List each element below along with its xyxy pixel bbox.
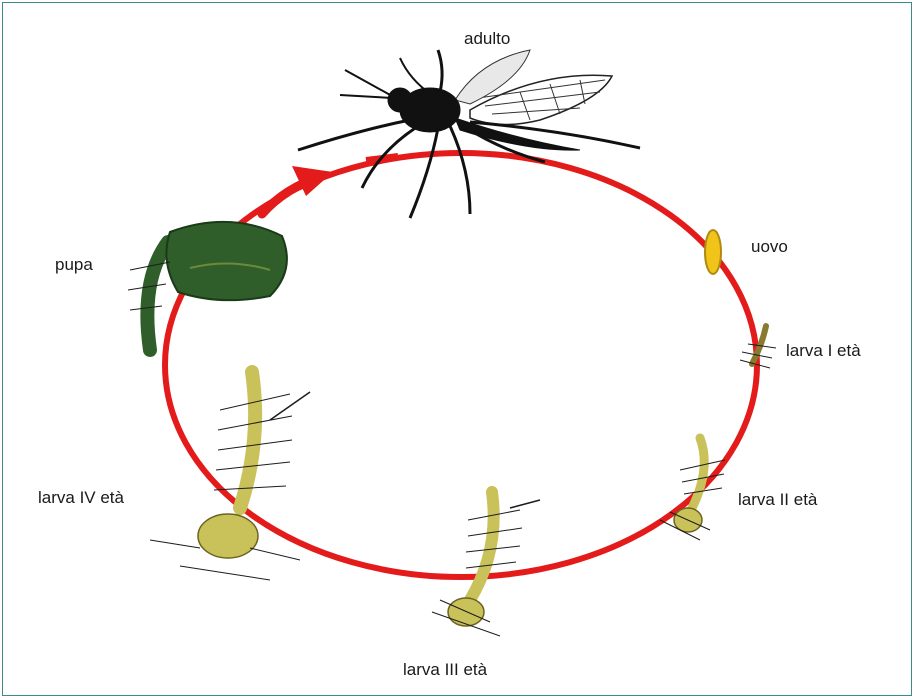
label-larva-2: larva II età bbox=[738, 491, 817, 508]
label-pupa: pupa bbox=[55, 256, 93, 273]
adult-mosquito-illustration bbox=[298, 50, 640, 218]
larva-2-illustration bbox=[660, 438, 725, 540]
label-egg: uovo bbox=[751, 238, 788, 255]
egg-illustration bbox=[705, 230, 721, 274]
larva-4-illustration bbox=[150, 372, 310, 580]
label-larva-1: larva I età bbox=[786, 342, 861, 359]
label-larva-3: larva III età bbox=[403, 661, 487, 678]
larva-3-illustration bbox=[432, 492, 540, 636]
label-larva-4: larva IV età bbox=[38, 489, 124, 506]
life-cycle-ring bbox=[165, 153, 757, 577]
label-adult: adulto bbox=[464, 30, 510, 47]
pupa-illustration bbox=[128, 222, 287, 350]
